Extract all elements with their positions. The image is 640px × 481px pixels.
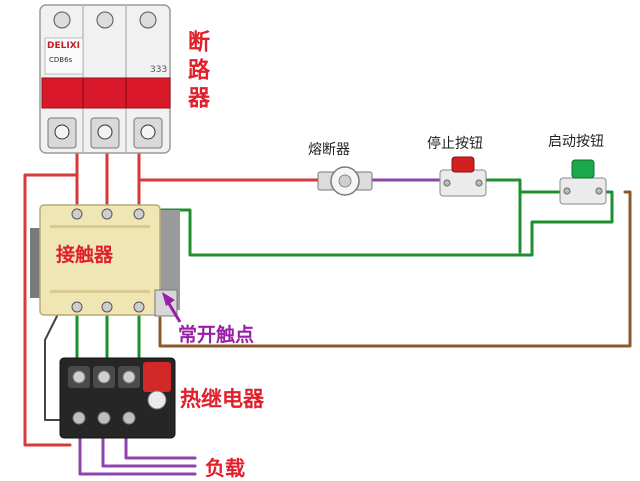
wire-load-3 [124, 428, 197, 460]
wire-red-left-loop [23, 173, 79, 447]
load-label: 负载 [205, 456, 245, 480]
thermal-relay-label: 热继电器 [180, 387, 264, 411]
breaker-model-text: CDB6s [49, 56, 73, 64]
aux-contact-label: 常开触点 [178, 324, 255, 346]
wire-dark-left [44, 309, 71, 421]
svg-text:333: 333 [150, 65, 167, 75]
wire-load-2 [101, 428, 197, 468]
stop-button-label: 停止按钮 [427, 136, 483, 152]
thermal-relay [59, 357, 176, 439]
breaker-brand-text: DELIXI [47, 41, 80, 51]
circuit-breaker: 333 [39, 4, 171, 154]
start-button [559, 159, 607, 205]
breaker-label: 断路器 [184, 30, 209, 114]
aux-contact-arrow [162, 292, 182, 323]
fuse [317, 166, 373, 196]
contactor-body [30, 204, 180, 317]
wire-load-1 [78, 428, 197, 476]
fuse-label: 熔断器 [308, 142, 350, 158]
wire-green-start-return [156, 190, 614, 257]
wire-green-stop-start [483, 178, 562, 194]
stop-button [439, 156, 487, 197]
contactor-label: 接触器 [56, 244, 114, 266]
start-button-label: 启动按钮 [548, 134, 604, 150]
wire-brown-aux [158, 190, 632, 348]
